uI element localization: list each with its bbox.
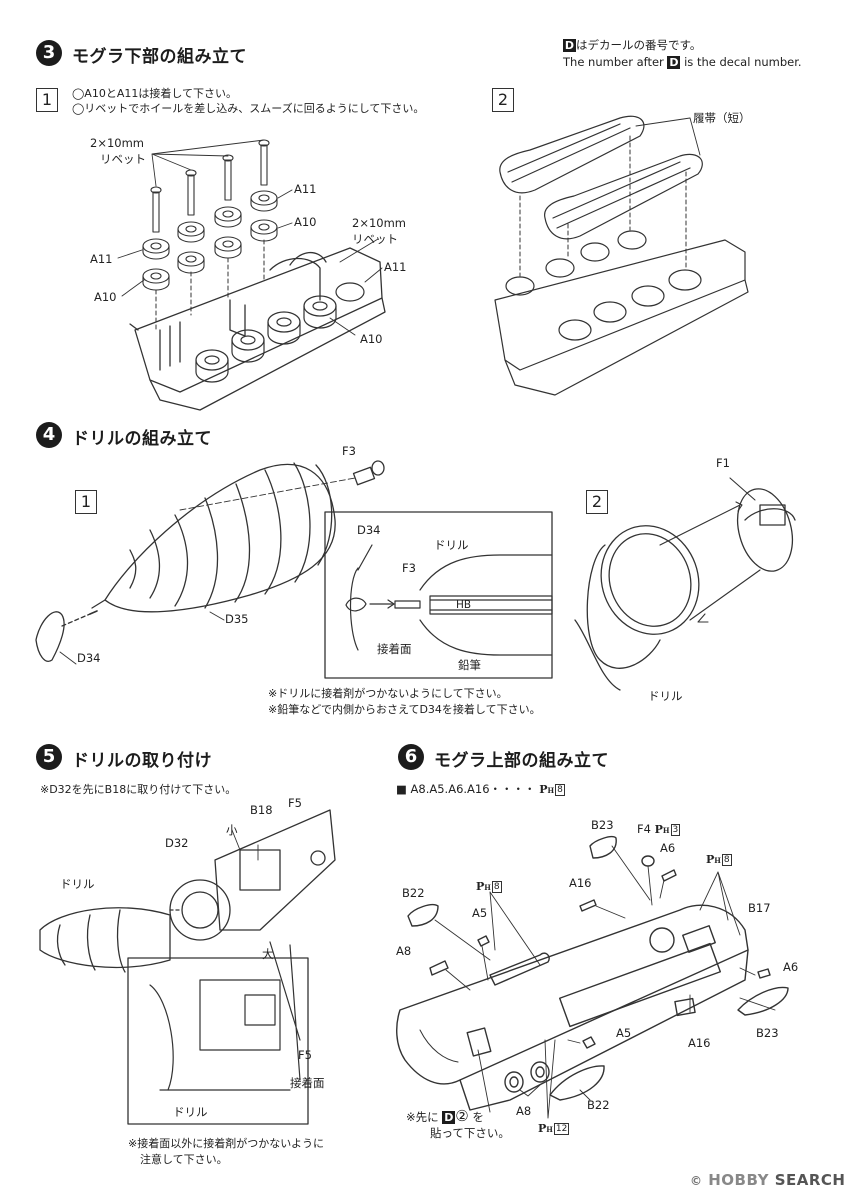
decal-badge: D [563,39,576,52]
step-6-decal-note-2: 貼って下さい。 [430,1126,510,1140]
inset-label-pencil: 鉛筆 [458,658,481,672]
decal-badge: D [667,56,681,69]
assembly-dashed-lines [155,239,265,331]
step-4-note-2: ※鉛筆などで内側からおさえてD34を接着して下さい。 [268,703,541,716]
inset-label-f3: F3 [402,561,416,575]
label-a10: A10 [360,332,383,346]
label-a8: A8 [396,944,412,958]
inset-label-glue: 接着面 [377,642,412,656]
label-rivet: リベット [100,152,146,166]
paint-h-icon: PH [476,880,491,893]
label-rivet-size: 2×10mm [90,136,144,150]
label-a10: A10 [94,290,117,304]
label-a5: A5 [472,906,488,920]
label-a5: A5 [616,1026,632,1040]
paint-h-icon: PH [539,783,555,796]
drill-cone-drawing [35,460,385,662]
label-f3: F3 [342,444,356,458]
lower-wheels [195,282,365,383]
inset-label-hb: HB [456,599,472,611]
label-a6: A6 [660,841,676,855]
rivets-and-upper-wheels [142,139,278,291]
label-a10: A10 [294,215,317,229]
step-6-badge: 6 [398,744,424,770]
label-a8: A8 [516,1104,532,1118]
paint-h-icon: PH [654,823,670,836]
step-4-sub-1: 1 [75,490,97,514]
paint-h-icon: PH [538,1122,553,1135]
label-b22: B22 [402,886,425,900]
step-4-badge: 4 [36,422,62,448]
upper-body-drawing [396,836,789,1111]
label-drill: ドリル [648,689,683,703]
label-large: 大 [262,947,274,961]
inset-label-f5: F5 [298,1048,312,1062]
label-f1: F1 [716,456,730,470]
step-4-sub-2: 2 [586,490,608,514]
step-3-badge: 3 [36,40,62,66]
step-3-sub-2: 2 [492,88,514,112]
decal-note-en: The number after D is the decal number. [563,55,802,69]
label-track-short: 履帯（短） [693,111,751,125]
step-6-title: モグラ上部の組み立て [434,751,609,771]
decal-badge: D [442,1111,456,1124]
step-5-badge: 5 [36,744,62,770]
track-drawing [494,115,749,396]
step-5-bottom-note-2: 注意して下さい。 [140,1153,228,1166]
label-a11: A11 [294,182,317,196]
step-3-title: モグラ下部の組み立て [72,47,247,67]
step-3-sub-1: 1 [36,88,58,112]
label-small: 小 [226,823,238,837]
step-5-note: ※D32を先にB18に取り付けて下さい。 [40,783,237,796]
label-a16: A16 [688,1036,711,1050]
label-a11: A11 [384,260,407,274]
step-3-note-1: ◯A10とA11は接着して下さい。 [72,87,238,100]
mount-inset-frame [127,957,309,1125]
label-b17: B17 [748,901,771,915]
drill-cap-drawing [574,488,796,691]
label-rivet: リベット [352,232,398,246]
step-5-bottom-note-1: ※接着面以外に接着剤がつかないように [128,1137,324,1150]
drill-mount-drawing [39,809,336,973]
drill-inset-frame [324,511,553,679]
label-b23: B23 [591,818,614,832]
label-drill: ドリル [60,877,95,891]
inset-label-drill: ドリル [434,538,469,552]
label-rivet-size: 2×10mm [352,216,406,230]
step-4-note-1: ※ドリルに接着剤がつかないようにして下さい。 [268,687,508,700]
paint-h-icon: PH [706,853,721,866]
label-b23: B23 [756,1026,779,1040]
step-3-note-2: ◯リベットでホイールを差し込み、スムーズに回るようにして下さい。 [72,102,425,115]
label-d35: D35 [225,612,249,626]
label-d34: D34 [77,651,101,665]
inset-label-drill: ドリル [173,1105,208,1119]
step3-leader-lines [117,139,383,336]
label-f5: F5 [288,796,302,810]
label-b18: B18 [250,803,273,817]
label-d32: D32 [165,836,189,850]
step-5-title: ドリルの取り付け [72,751,212,771]
label-a6: A6 [783,960,799,974]
inset-label-glue: 接着面 [290,1076,325,1090]
label-b22: B22 [587,1098,610,1112]
label-a16: A16 [569,876,592,890]
watermark: © HOBBY SEARCH [690,1171,846,1189]
step-4-title: ドリルの組み立て [72,429,212,449]
label-a11: A11 [90,252,113,266]
drill-inset-drawing [345,544,553,656]
inset-label-d34: D34 [357,523,381,537]
